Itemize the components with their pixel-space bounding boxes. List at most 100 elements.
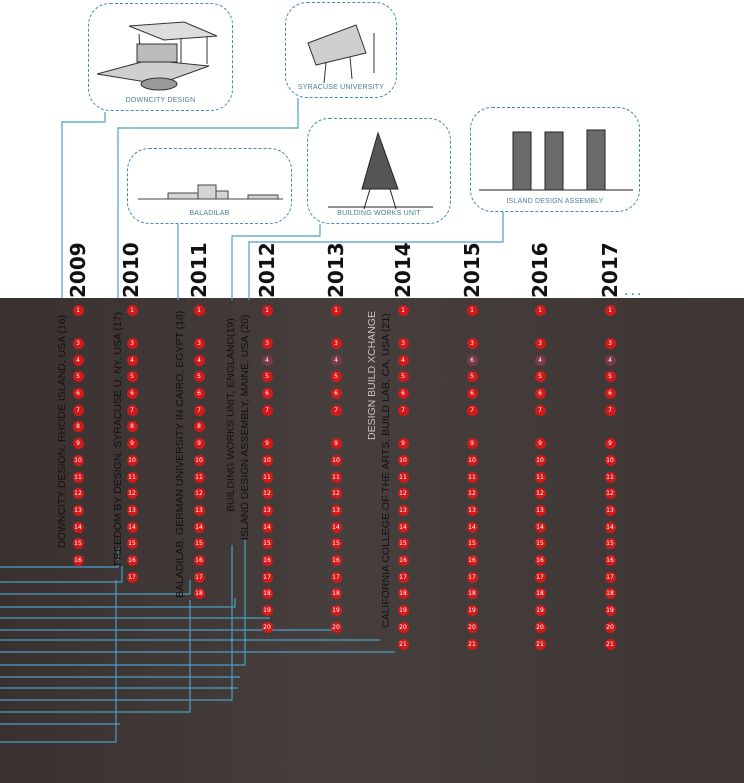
year-2010: 2010	[119, 242, 143, 298]
number-dot: 18	[604, 588, 616, 600]
number-dot: 15	[330, 538, 342, 550]
number-dot: 16	[397, 555, 409, 566]
number-dot: 11	[604, 471, 616, 483]
card-island: ISLAND DESIGN ASSEMBLY	[470, 107, 640, 212]
number-dot: 5	[330, 371, 342, 383]
number-dot: 1	[193, 304, 205, 316]
year-2017: 2017	[598, 242, 622, 298]
number-dot: 15	[126, 538, 138, 550]
number-dot: 13	[126, 504, 138, 516]
number-dot: 11	[330, 471, 342, 483]
number-dot: 7	[72, 404, 84, 416]
card-label: SYRACUSE UNIVERSITY	[297, 84, 385, 91]
number-dot: 5	[604, 371, 616, 383]
number-dot: 8	[72, 421, 84, 433]
number-dot: 14	[193, 521, 205, 533]
number-dot: 17	[193, 571, 205, 583]
number-dot: 9	[126, 438, 138, 450]
number-dot: 11	[397, 471, 409, 483]
number-dot: 11	[261, 471, 273, 483]
number-dot: 1	[126, 304, 138, 316]
number-dot: 3	[330, 337, 342, 349]
number-dot: 17	[261, 571, 273, 583]
number-dot: 9	[72, 438, 84, 450]
number-dot: 10	[193, 454, 205, 466]
year-2009: 2009	[66, 242, 90, 298]
project-baladilab: BALADILAB, GERMAN UNIVERSITY IN CAIRO, E…	[174, 310, 186, 598]
number-dot: 19	[330, 605, 342, 617]
number-dot: 17	[397, 571, 409, 583]
project-freedom: FREEDOM BY DESIGN, SYRACUSE U, NY, USA (…	[112, 311, 124, 566]
number-dot: 4	[261, 354, 273, 366]
year-2014: 2014	[391, 242, 415, 298]
number-dot: 10	[72, 454, 84, 466]
number-dot: 15	[72, 538, 84, 550]
number-dot: 15	[534, 538, 546, 550]
number-dot: 5	[72, 371, 84, 383]
number-dot: 12	[534, 488, 546, 500]
number-dot: 12	[330, 488, 342, 500]
number-dot: 17	[534, 571, 546, 583]
number-dot: 13	[261, 504, 273, 516]
number-dot: 12	[126, 488, 138, 500]
card-label: BALADILAB	[189, 210, 230, 217]
number-dot: 15	[261, 538, 273, 550]
number-dot: 10	[330, 454, 342, 466]
building-sketch-icon	[328, 131, 433, 210]
number-dot: 19	[534, 605, 546, 617]
number-dot: 5	[397, 371, 409, 383]
number-dot: 5	[534, 371, 546, 383]
number-dot: 20	[534, 621, 546, 633]
project-building-works: BUILDING WORKS UNIT, ENGLAND(19)	[225, 318, 237, 512]
number-dot: 13	[534, 504, 546, 516]
number-dot: 16	[72, 555, 84, 566]
number-dot: 1	[534, 304, 546, 316]
number-dot: 10	[261, 454, 273, 466]
number-dot: 20	[261, 621, 273, 633]
number-dot: 9	[193, 438, 205, 450]
number-dot: 5	[193, 371, 205, 383]
number-dot: 11	[534, 471, 546, 483]
number-dot: 5	[126, 371, 138, 383]
number-dot: 8	[126, 421, 138, 433]
number-dot: 13	[330, 504, 342, 516]
number-dot: 4	[126, 354, 138, 366]
number-dot: 5	[261, 371, 273, 383]
number-dot: 17	[466, 571, 478, 583]
year-2015: 2015	[460, 242, 484, 298]
card-label: BUILDING WORKS UNIT	[337, 210, 421, 217]
number-dot: 18	[193, 588, 205, 600]
number-dot: 13	[466, 504, 478, 516]
number-dot: 7	[397, 404, 409, 416]
number-dot: 20	[330, 621, 342, 633]
card-baladilab: BALADILAB	[127, 148, 292, 224]
year-2016: 2016	[528, 242, 552, 298]
number-dot: 7	[193, 404, 205, 416]
number-dot: 7	[466, 404, 478, 416]
number-dot: 15	[466, 538, 478, 550]
card-label: DOWNCITY DESIGN	[125, 97, 196, 104]
number-dot: 13	[72, 504, 84, 516]
number-dot: 1	[604, 304, 616, 316]
number-dot: 18	[397, 588, 409, 600]
number-dot: 1	[330, 304, 342, 316]
number-dot: 3	[534, 337, 546, 349]
number-dot: 9	[466, 438, 478, 450]
number-dot: 12	[397, 488, 409, 500]
number-dot: 18	[466, 588, 478, 600]
number-dot: 6	[72, 388, 84, 399]
bottom-panel	[0, 298, 744, 783]
number-dot: 9	[330, 438, 342, 450]
number-dot: 14	[330, 521, 342, 533]
number-dot: 4	[604, 354, 616, 366]
number-dot: 7	[126, 404, 138, 416]
number-dot: 10	[534, 454, 546, 466]
number-dot: 18	[330, 588, 342, 600]
number-dot: 12	[604, 488, 616, 500]
number-dot: 11	[466, 471, 478, 483]
number-dot: 21	[604, 638, 616, 650]
number-dot: 9	[397, 438, 409, 450]
syracuse-sketch-icon	[307, 24, 375, 84]
number-dot: 6	[126, 388, 138, 399]
number-dot: 14	[534, 521, 546, 533]
